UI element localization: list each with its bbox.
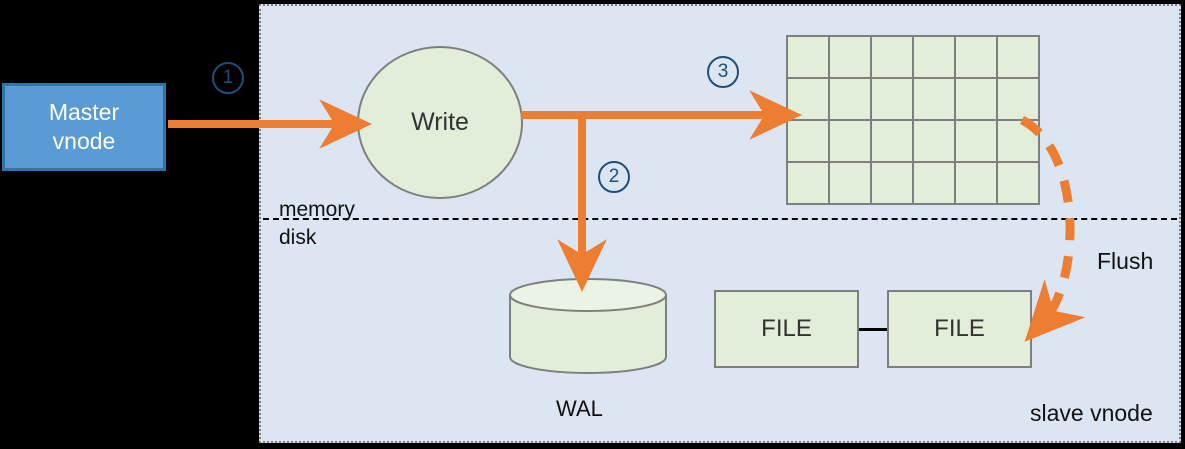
master-vnode-label-line2: vnode [52, 128, 116, 154]
master-vnode-label-line1: Master [48, 99, 120, 126]
step-badge-2: 2 [598, 161, 630, 193]
memtable-cell [998, 79, 1038, 119]
memtable-cell [872, 121, 912, 161]
memtable-grid [786, 35, 1040, 205]
master-vnode-box: Master vnode [2, 83, 166, 171]
wal-cylinder [508, 277, 668, 375]
file-connector-line [859, 328, 887, 331]
step-badge-1: 1 [212, 62, 244, 94]
memtable-cell [788, 37, 828, 77]
memtable-cell [914, 79, 954, 119]
memtable-cell [830, 79, 870, 119]
file-box-1: FILE [714, 290, 859, 368]
memory-disk-divider [263, 218, 1177, 220]
memtable-cell [830, 121, 870, 161]
memtable-cell [914, 163, 954, 203]
slave-vnode-label: slave vnode [1030, 400, 1153, 426]
memtable-cell [998, 37, 1038, 77]
memory-tier-label: memory [279, 198, 355, 221]
step-badge-3: 3 [707, 56, 739, 88]
memtable-cell [956, 37, 996, 77]
memtable-cell [998, 163, 1038, 203]
memtable-cell [872, 37, 912, 77]
memtable-cell [914, 37, 954, 77]
file-box-2: FILE [887, 290, 1032, 368]
file-box-2-label: FILE [934, 315, 985, 342]
memtable-cell [956, 121, 996, 161]
memtable-cell [956, 163, 996, 203]
flush-label: Flush [1097, 248, 1154, 274]
memtable-cell [830, 163, 870, 203]
file-box-1-label: FILE [761, 315, 812, 342]
memtable-cell [914, 121, 954, 161]
memtable-cell [998, 121, 1038, 161]
memtable-cell [872, 163, 912, 203]
wal-cylinder-shape [509, 278, 667, 374]
write-node: Write [357, 46, 523, 199]
memtable-cell [788, 121, 828, 161]
wal-label: WAL [556, 396, 603, 421]
write-node-label: Write [411, 108, 469, 136]
memtable-cell [830, 37, 870, 77]
memtable-cell [788, 163, 828, 203]
disk-tier-label: disk [279, 226, 317, 249]
memtable-cell [956, 79, 996, 119]
memtable-cell [872, 79, 912, 119]
memtable-cell [788, 79, 828, 119]
